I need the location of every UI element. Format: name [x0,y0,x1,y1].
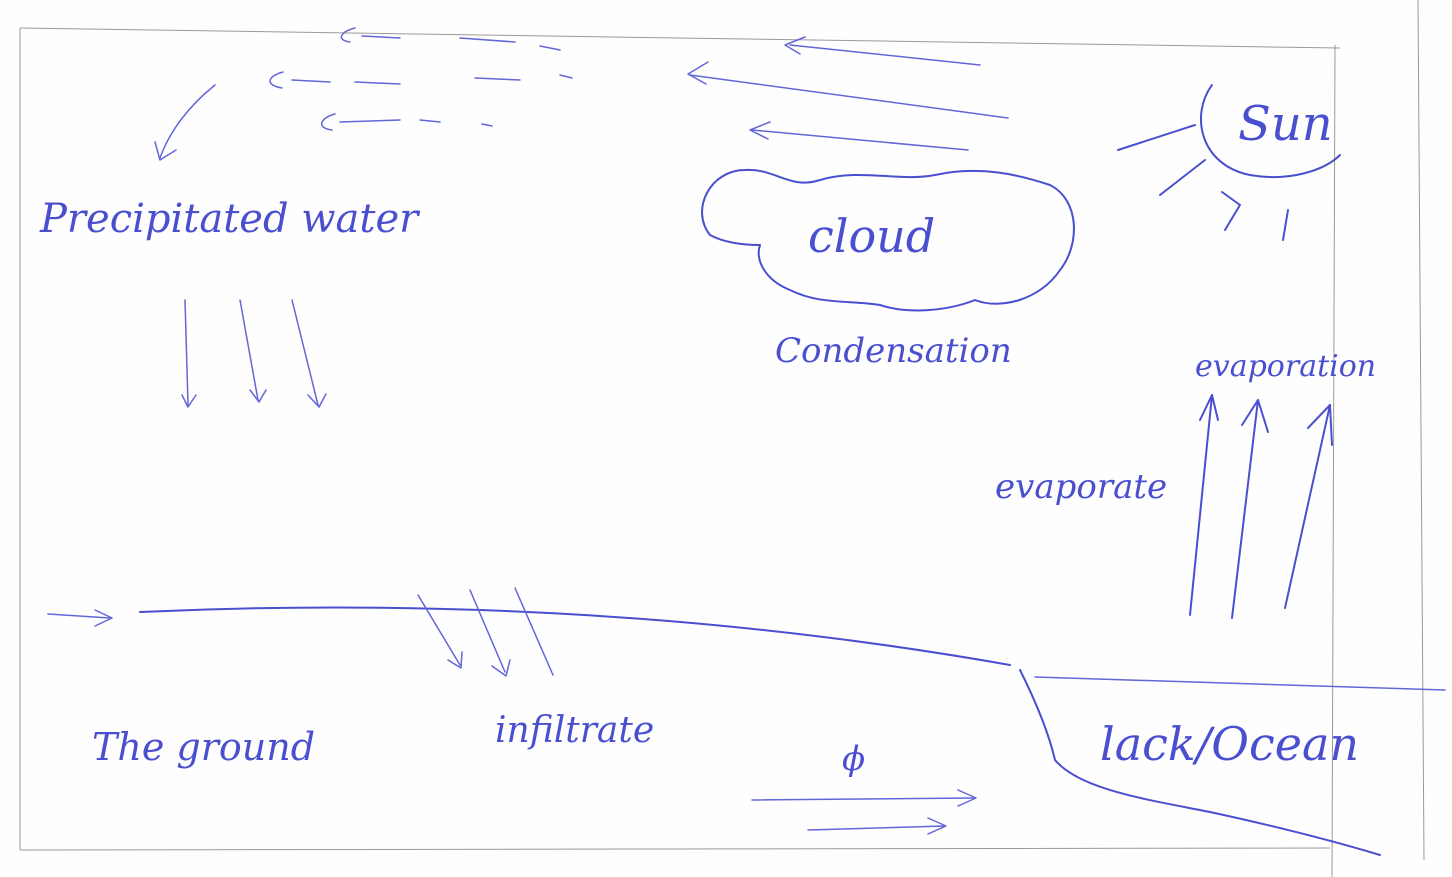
evaporate-label: evaporate [995,467,1167,507]
sun-drawing: Sun [1117,84,1341,241]
air-movement-arrows [154,27,1009,161]
precipitated-water-label: Precipitated water [39,196,421,242]
evaporation-arrows [1189,394,1333,619]
paper-frame [19,0,1425,877]
condensation-label: Condensation [775,331,1012,371]
evaporation-label: evaporation [1195,349,1376,384]
precipitation-arrows [181,299,327,408]
runoff-arrows [751,789,977,835]
infiltration-arrows [417,587,554,677]
ground-label: The ground [92,725,315,769]
lake-ocean-label: lack/Ocean [1100,717,1359,771]
sun-label: Sun [1238,96,1333,152]
cloud-label: cloud [808,209,935,263]
cloud-drawing: cloud [701,168,1075,312]
infiltrate-label: infiltrate [495,710,654,751]
runoff-mark: ϕ [842,739,865,779]
ground-and-lake [47,606,1446,856]
